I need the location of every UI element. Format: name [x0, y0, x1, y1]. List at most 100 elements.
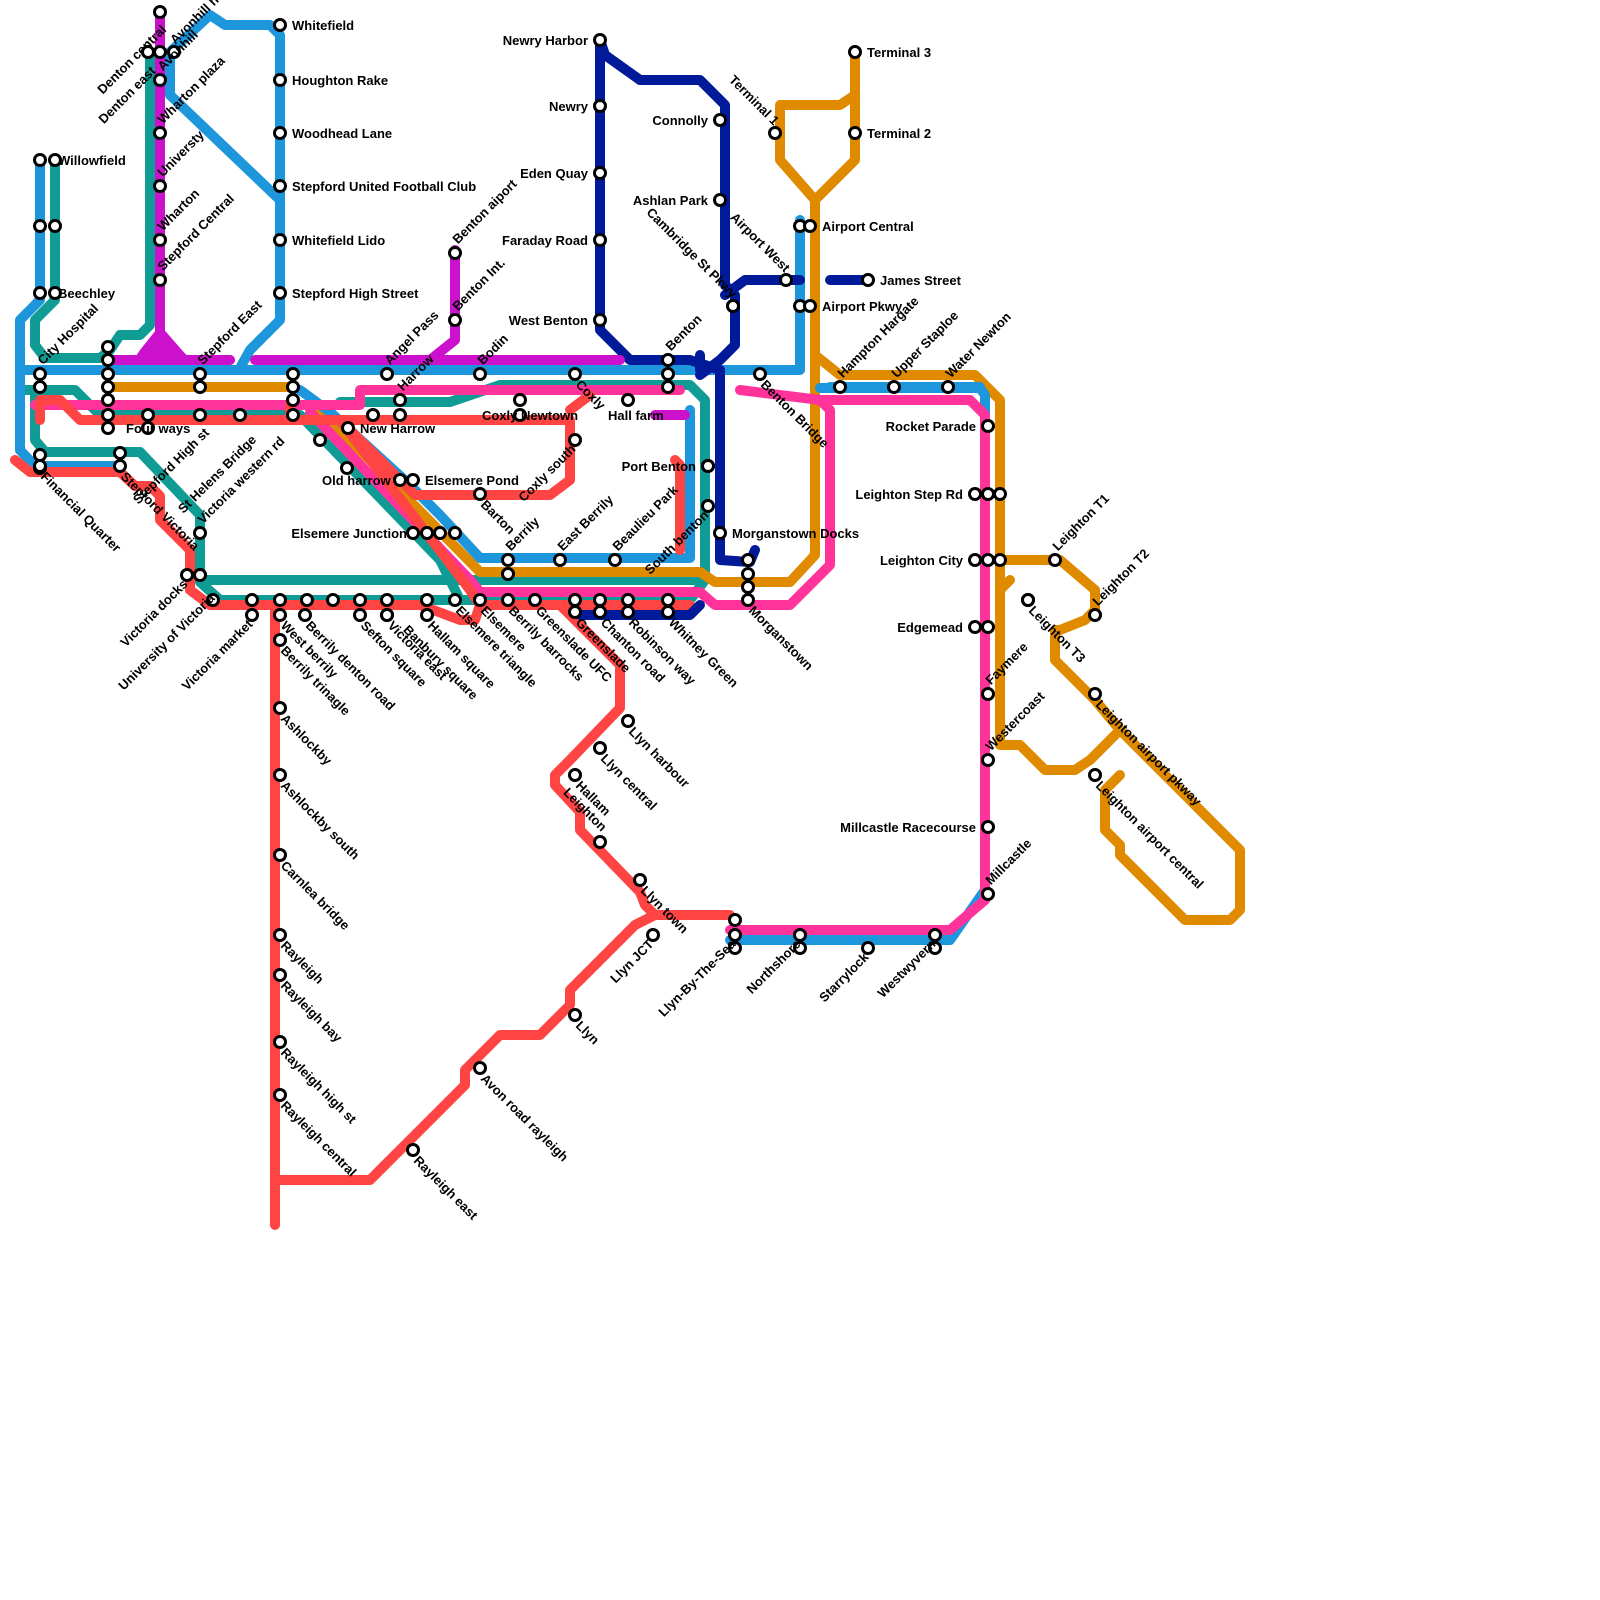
station-marker[interactable]: [621, 605, 635, 619]
station-marker[interactable]: [981, 419, 995, 433]
station-rocket-parade[interactable]: Rocket Parade: [886, 419, 995, 434]
interchange-marker[interactable]: [48, 153, 62, 167]
station-marker[interactable]: [593, 233, 607, 247]
interchange-marker[interactable]: [793, 941, 807, 955]
station-marker[interactable]: [728, 928, 742, 942]
station-four-ways[interactable]: Four ways: [126, 421, 190, 436]
station-airport-pkwy[interactable]: Airport Pkwy: [803, 299, 903, 314]
station-marker[interactable]: [141, 45, 155, 59]
station-marker[interactable]: [153, 126, 167, 140]
station-marker[interactable]: [568, 433, 582, 447]
station-elsemere-junction[interactable]: Elsemere Junction: [291, 526, 420, 541]
station-marker[interactable]: [153, 5, 167, 19]
station-marker[interactable]: [713, 113, 727, 127]
station-newry[interactable]: Newry: [549, 99, 607, 114]
station-newry-harbor[interactable]: Newry Harbor: [503, 33, 607, 48]
station-rayleigh-east[interactable]: Rayleigh east: [406, 1143, 482, 1224]
station-elsemere-pond[interactable]: Elsemere Pond: [406, 473, 519, 488]
interchange-marker[interactable]: [981, 620, 995, 634]
station-woodhead-lane[interactable]: Woodhead Lane: [273, 126, 393, 141]
station-marker[interactable]: [193, 367, 207, 381]
station-marker[interactable]: [803, 299, 817, 313]
station-willowfield[interactable]: Willowfield: [33, 153, 126, 168]
station-morganstown-docks[interactable]: Morganstown Docks: [713, 526, 860, 541]
station-marker[interactable]: [568, 1008, 582, 1022]
station-marker[interactable]: [593, 99, 607, 113]
station-marker[interactable]: [448, 313, 462, 327]
station-marker[interactable]: [448, 593, 462, 607]
station-marker[interactable]: [273, 1035, 287, 1049]
station-marker[interactable]: [380, 608, 394, 622]
station-llyn[interactable]: Llyn: [568, 1008, 603, 1048]
station-marker[interactable]: [245, 608, 259, 622]
interchange-marker[interactable]: [433, 526, 447, 540]
station-marker[interactable]: [593, 33, 607, 47]
station-marker[interactable]: [180, 568, 194, 582]
station-marker[interactable]: [473, 367, 487, 381]
station-beechley[interactable]: Beechley: [33, 286, 116, 301]
interchange-marker[interactable]: [300, 593, 314, 607]
station-airport-west[interactable]: Airport West: [727, 209, 794, 287]
station-marker[interactable]: [273, 633, 287, 647]
station-marker[interactable]: [420, 608, 434, 622]
station-westercoast[interactable]: Westercoast: [981, 688, 1048, 767]
station-marker[interactable]: [501, 593, 515, 607]
station-marker[interactable]: [233, 408, 247, 422]
station-marker[interactable]: [741, 593, 755, 607]
interchange-marker[interactable]: [48, 219, 62, 233]
interchange-marker[interactable]: [741, 580, 755, 594]
station-marker[interactable]: [608, 553, 622, 567]
station-marker[interactable]: [661, 605, 675, 619]
station-whitney-green[interactable]: Whitney Green: [661, 605, 742, 691]
station-marker[interactable]: [633, 873, 647, 887]
station-marker[interactable]: [193, 526, 207, 540]
interchange-marker[interactable]: [33, 380, 47, 394]
interchange-marker[interactable]: [593, 593, 607, 607]
station-marker[interactable]: [193, 568, 207, 582]
station-stepford-utd[interactable]: Stepford United Football Club: [273, 179, 477, 194]
station-marker[interactable]: [981, 687, 995, 701]
station-marker[interactable]: [803, 219, 817, 233]
interchange-marker[interactable]: [393, 473, 407, 487]
station-marker[interactable]: [593, 741, 607, 755]
interchange-marker[interactable]: [928, 941, 942, 955]
interchange-marker[interactable]: [101, 353, 115, 367]
interchange-marker[interactable]: [741, 553, 755, 567]
station-marker[interactable]: [113, 459, 127, 473]
station-leighton-t1[interactable]: Leighton T1: [1048, 491, 1112, 567]
station-marker[interactable]: [753, 367, 767, 381]
interchange-marker[interactable]: [993, 553, 1007, 567]
station-marker[interactable]: [353, 608, 367, 622]
interchange-marker[interactable]: [33, 219, 47, 233]
interchange-marker[interactable]: [101, 408, 115, 422]
station-marker[interactable]: [273, 928, 287, 942]
station-marker[interactable]: [568, 367, 582, 381]
station-rayleigh-bay[interactable]: Rayleigh bay: [273, 968, 346, 1046]
interchange-marker[interactable]: [501, 567, 515, 581]
station-marker[interactable]: [621, 393, 635, 407]
station-marker[interactable]: [341, 421, 355, 435]
interchange-marker[interactable]: [981, 553, 995, 567]
station-marker[interactable]: [273, 768, 287, 782]
interchange-marker[interactable]: [245, 593, 259, 607]
station-leighton-city[interactable]: Leighton City: [880, 553, 982, 568]
station-stepford-high-street[interactable]: Stepford High Street: [273, 286, 420, 301]
interchange-marker[interactable]: [380, 593, 394, 607]
interchange-marker[interactable]: [101, 367, 115, 381]
station-marker[interactable]: [406, 473, 420, 487]
station-marker[interactable]: [941, 380, 955, 394]
station-llyn-jct[interactable]: Llyn JCT: [607, 928, 660, 986]
station-marker[interactable]: [273, 608, 287, 622]
station-marker[interactable]: [273, 18, 287, 32]
interchange-marker[interactable]: [353, 593, 367, 607]
interchange-marker[interactable]: [448, 526, 462, 540]
station-port-benton[interactable]: Port Benton: [622, 459, 715, 474]
station-marker[interactable]: [273, 233, 287, 247]
interchange-marker[interactable]: [101, 393, 115, 407]
station-marker[interactable]: [968, 553, 982, 567]
station-connolly[interactable]: Connolly: [652, 113, 727, 128]
station-marker[interactable]: [701, 499, 715, 513]
station-marker[interactable]: [968, 620, 982, 634]
interchange-marker[interactable]: [621, 593, 635, 607]
station-marker[interactable]: [848, 126, 862, 140]
